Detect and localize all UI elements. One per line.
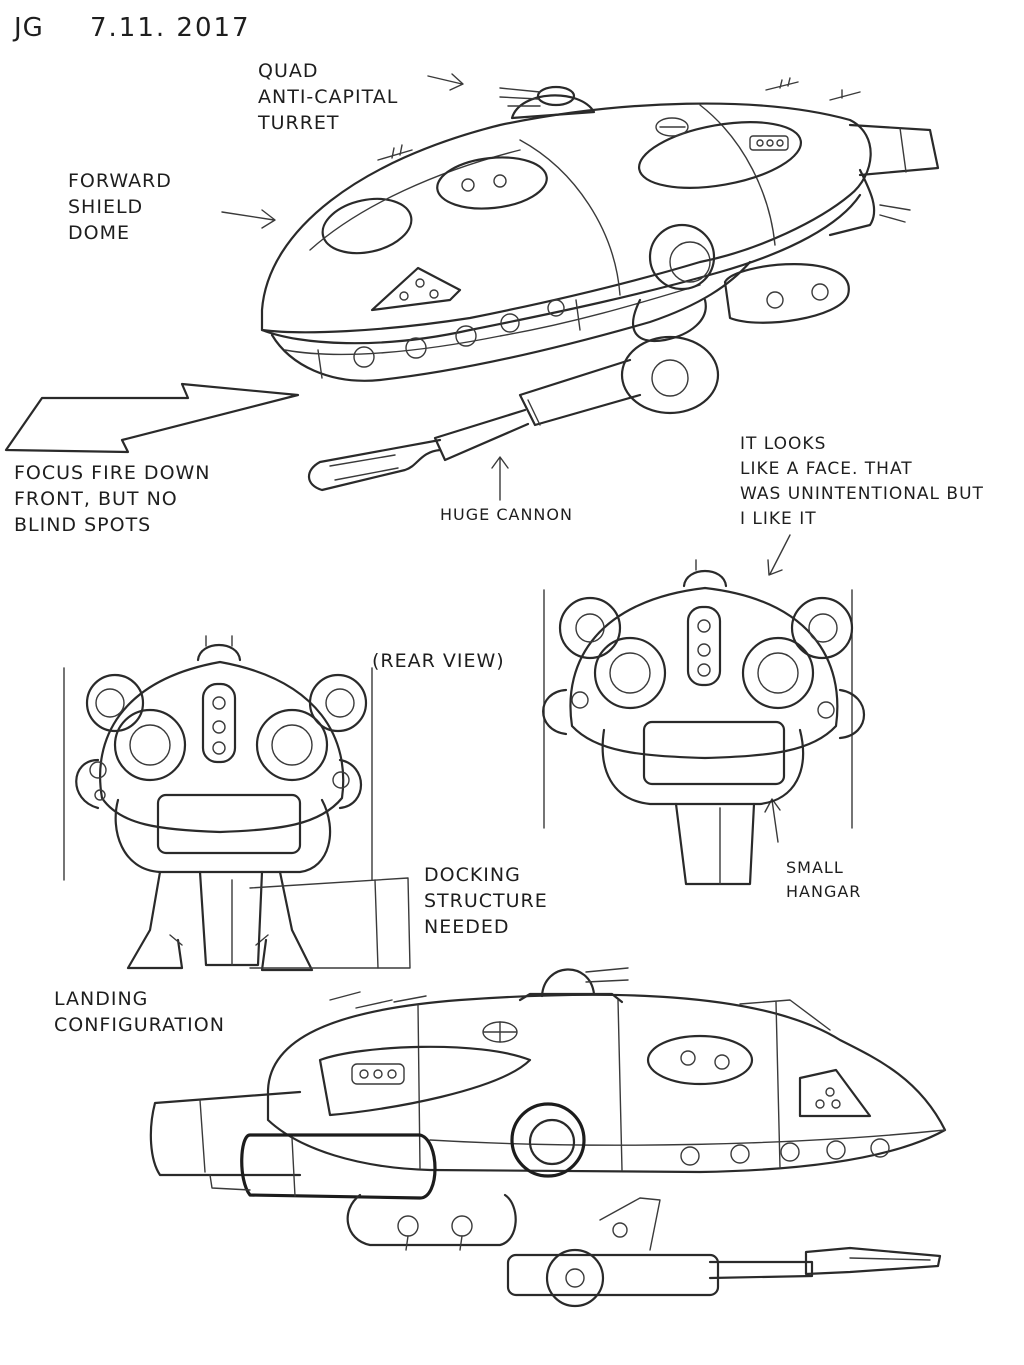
ship-three-quarter-view bbox=[260, 77, 940, 492]
annotation-pointers bbox=[221, 73, 791, 843]
note-huge-cannon: HUGE CANNON bbox=[440, 505, 573, 524]
note-looks-like-face: IT LOOKS LIKE A FACE. THAT WAS UNINTENTI… bbox=[740, 434, 984, 529]
note-small-hangar: SMALL HANGAR bbox=[786, 858, 862, 901]
forward-fire-arrow bbox=[4, 382, 300, 454]
note-landing-configuration: LANDING CONFIGURATION bbox=[54, 988, 225, 1036]
rear-view-landing bbox=[63, 635, 411, 972]
note-forward-shield: FORWARD SHIELD DOME bbox=[68, 170, 172, 244]
note-focus-fire: FOCUS FIRE DOWN FRONT, BUT NO BLIND SPOT… bbox=[14, 462, 211, 536]
ship-side-view bbox=[149, 967, 947, 1308]
sketch-date: 7.11. 2017 bbox=[90, 13, 251, 43]
artist-initials: JG bbox=[14, 13, 44, 43]
note-rear-view: (REAR VIEW) bbox=[372, 650, 505, 672]
note-quad-turret: QUAD ANTI-CAPITAL TURRET bbox=[258, 60, 399, 134]
rear-view-flight bbox=[542, 559, 865, 886]
note-docking-structure: DOCKING STRUCTURE NEEDED bbox=[424, 864, 548, 938]
